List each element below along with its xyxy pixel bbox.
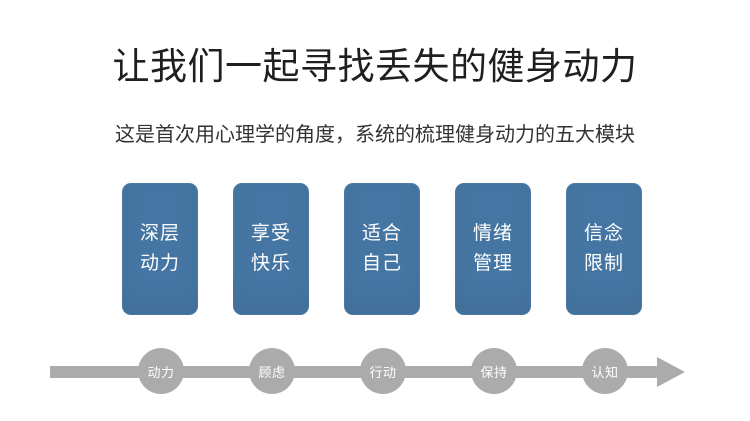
module-card-line2: 快乐 [250,253,291,274]
module-card-line2: 自己 [361,253,402,274]
module-card-line2: 管理 [472,253,513,274]
module-card-line1: 信念 [583,223,624,244]
slide-title: 让我们一起寻找丢失的健身动力 [112,46,638,87]
module-cards: 深层 动力 享受 快乐 适合 自己 情绪 管理 信念 限制 [122,183,642,315]
timeline-step-action: 行动 [360,348,406,394]
module-card-deep-motivation: 深层 动力 [122,183,198,315]
arrow-head-icon [657,357,685,387]
timeline-step-concerns: 顾虑 [249,348,295,394]
module-card-line2: 限制 [583,253,624,274]
module-card-line1: 深层 [139,223,180,244]
module-card-belief-limits: 信念 限制 [566,183,642,315]
timeline-step-label: 动力 [147,364,175,380]
timeline-step-label: 行动 [369,364,397,380]
timeline-step-cognition: 认知 [582,348,628,394]
module-card-line1: 情绪 [472,223,513,244]
module-card-fit-yourself: 适合 自己 [344,183,420,315]
module-card-enjoy-happiness: 享受 快乐 [233,183,309,315]
module-card-line1: 享受 [250,223,291,244]
timeline-step-label: 保持 [480,364,508,380]
module-card-emotion-management: 情绪 管理 [455,183,531,315]
timeline-step-motivation: 动力 [138,348,184,394]
timeline-step-label: 顾虑 [258,364,286,380]
module-card-line1: 适合 [361,223,402,244]
timeline-step-persist: 保持 [471,348,517,394]
slide-subtitle: 这是首次用心理学的角度，系统的梳理健身动力的五大模块 [115,124,635,146]
timeline-step-label: 认知 [591,364,619,380]
module-card-line2: 动力 [139,253,180,274]
